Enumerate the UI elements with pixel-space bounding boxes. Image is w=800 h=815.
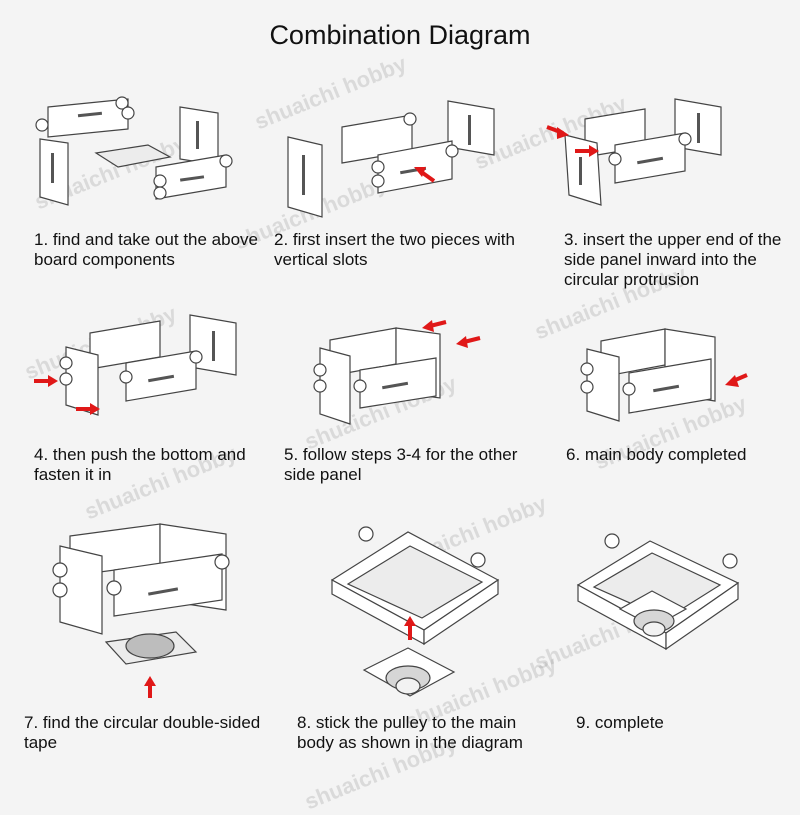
page-title: Combination Diagram — [269, 20, 531, 50]
step-2-illustration — [282, 95, 522, 225]
step-6-caption: 6. main body completed — [566, 445, 747, 464]
step-8-illustration — [318, 520, 518, 710]
step-8-caption: 8. stick the pulley to the main body as … — [297, 713, 523, 752]
step-5-caption: 5. follow steps 3-4 for the other side p… — [284, 445, 518, 484]
step-1-caption: 1. find and take out the above board com… — [34, 230, 259, 269]
step-4-illustration — [30, 305, 270, 425]
step-1-illustration — [30, 95, 250, 215]
step-2-caption: 2. first insert the two pieces with vert… — [274, 230, 515, 269]
step-9-illustration — [568, 525, 768, 675]
step-3-caption: 3. insert the upper end of the side pane… — [564, 230, 782, 289]
step-3-illustration — [545, 95, 800, 225]
step-4-caption: 4. then push the bottom and fasten it in — [34, 445, 246, 484]
step-6-illustration — [565, 315, 765, 425]
step-7-caption: 7. find the circular double-sided tape — [24, 713, 261, 752]
step-9-caption: 9. complete — [576, 713, 664, 732]
step-5-illustration — [300, 308, 500, 433]
step-7-illustration — [50, 520, 260, 700]
